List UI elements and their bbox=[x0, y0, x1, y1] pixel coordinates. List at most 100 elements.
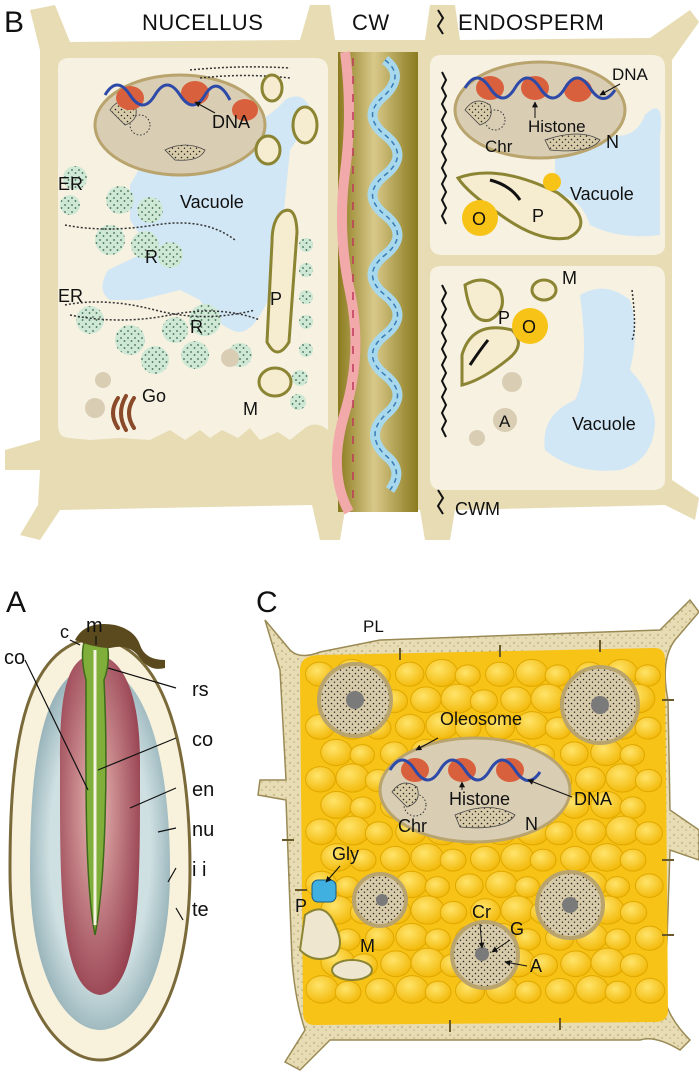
panel-b-title-nucellus: NUCELLUS bbox=[142, 10, 263, 35]
endosperm-bottom-vacuole-label: Vacuole bbox=[572, 414, 636, 434]
oleosome bbox=[410, 686, 442, 714]
oleosome bbox=[560, 950, 592, 978]
panel-b: DNA Vacuole ER R ER R P bbox=[4, 5, 699, 540]
oleosome bbox=[619, 953, 649, 978]
oleosome bbox=[410, 843, 444, 872]
panel-c-n-label: N bbox=[525, 814, 538, 834]
oleosome bbox=[320, 790, 354, 819]
panel-c-letter: C bbox=[256, 586, 278, 619]
panel-c-pl-label: PL bbox=[363, 617, 384, 636]
oleosome bbox=[485, 661, 515, 687]
panel-c-amyloplasts bbox=[317, 662, 640, 990]
endosperm-bottom-oleosome bbox=[512, 308, 548, 344]
oleosome bbox=[575, 975, 609, 1004]
panel-a-te-label: te bbox=[192, 899, 209, 921]
panel-c-plastid bbox=[298, 908, 341, 960]
panel-a-ii-label: i i bbox=[192, 859, 206, 881]
nucellus-granules bbox=[85, 349, 239, 418]
oleosome bbox=[425, 658, 459, 687]
endosperm-dna-label: DNA bbox=[612, 65, 649, 84]
oleosome bbox=[454, 873, 484, 899]
oleosome bbox=[530, 683, 566, 714]
panel-c-m-label: M bbox=[360, 936, 375, 956]
oleosome bbox=[365, 977, 396, 1004]
endosperm-bottom-vacuole bbox=[544, 288, 655, 471]
oleosome bbox=[470, 845, 501, 872]
oleosome bbox=[575, 766, 606, 793]
endosperm-n-label: N bbox=[606, 132, 619, 152]
oleosome bbox=[619, 900, 648, 925]
panel-c-dna-label: DNA bbox=[574, 789, 612, 809]
nucellus-mitochondria bbox=[254, 73, 319, 398]
panel-c-g-label: G bbox=[510, 919, 524, 939]
oleosome bbox=[545, 977, 576, 1004]
panel-c: C Histone bbox=[256, 586, 699, 1071]
oleosome bbox=[364, 821, 393, 846]
panel-a-m-label: m bbox=[86, 615, 103, 637]
oleosome bbox=[634, 873, 664, 899]
oleosome bbox=[305, 818, 337, 846]
oleosome bbox=[619, 744, 645, 766]
endosperm-top-o-label: O bbox=[472, 209, 486, 229]
endosperm-top-oleosome bbox=[462, 200, 498, 236]
endosperm-chr-label: Chr bbox=[485, 137, 513, 156]
endosperm-bottom-m-label: M bbox=[562, 268, 577, 288]
panel-b-title-endosperm: ENDOSPERM bbox=[458, 10, 604, 35]
oleosome bbox=[590, 947, 626, 978]
cwm-zigzags bbox=[436, 9, 448, 515]
panel-c-chr-label: Chr bbox=[398, 816, 427, 836]
panel-a-letter: A bbox=[6, 586, 26, 619]
oleosome bbox=[634, 664, 661, 687]
oleosome bbox=[349, 796, 376, 819]
oleosome bbox=[439, 848, 467, 872]
nucellus-mito-label: M bbox=[243, 399, 258, 419]
oleosome bbox=[560, 845, 591, 872]
nucellus-golgi bbox=[111, 394, 136, 432]
panel-c-nucleus bbox=[378, 736, 572, 844]
endosperm-bottom-plastid-1 bbox=[463, 278, 504, 323]
oleosome bbox=[439, 900, 468, 925]
panel-a-rs-label: rs bbox=[192, 679, 209, 701]
panel-a-co-right-label: co bbox=[192, 729, 213, 751]
oleosome bbox=[590, 843, 624, 872]
oleosome bbox=[635, 977, 666, 1004]
panel-a: A c m co rs co en nu i i te bbox=[4, 586, 214, 1062]
oleosome bbox=[334, 980, 362, 1004]
oleosome bbox=[634, 768, 663, 793]
panel-c-gly-body bbox=[311, 879, 337, 903]
endosperm-bottom-o-label: O bbox=[522, 317, 536, 337]
nucellus-golgi-label: Go bbox=[142, 386, 166, 406]
oleosome bbox=[544, 664, 571, 687]
oleosome bbox=[605, 815, 641, 846]
endosperm-histones bbox=[463, 76, 617, 152]
endosperm-bottom-a-label: A bbox=[499, 412, 511, 431]
oleosome bbox=[395, 661, 425, 687]
endosperm-bottom-mito bbox=[530, 278, 558, 302]
oleosome bbox=[605, 763, 640, 793]
oleosome bbox=[395, 922, 429, 951]
panel-a-nu-label: nu bbox=[192, 819, 214, 841]
oleosome bbox=[575, 818, 607, 846]
panel-c-p-label: P bbox=[295, 896, 307, 916]
oleosome bbox=[410, 895, 445, 925]
oleosome bbox=[529, 953, 559, 978]
oleosome bbox=[559, 741, 589, 767]
oleosome bbox=[514, 876, 540, 898]
nucellus-histones bbox=[103, 81, 258, 121]
endosperm-top-vacuole-label: Vacuole bbox=[570, 184, 634, 204]
oleosome bbox=[320, 738, 353, 767]
nucellus-vesicles bbox=[290, 238, 313, 410]
panel-c-histones bbox=[388, 758, 542, 829]
nucellus-r-label-2: R bbox=[190, 317, 203, 337]
oleosome bbox=[500, 843, 534, 872]
endosperm-top-plastid-label: P bbox=[532, 206, 544, 226]
cw-pink-band bbox=[331, 51, 361, 515]
panel-a-c-label: c bbox=[60, 622, 69, 642]
panel-b-letter: B bbox=[4, 6, 24, 39]
oleosome bbox=[515, 658, 549, 687]
nucellus-er-ribosomes bbox=[60, 166, 252, 374]
panel-c-a-label: A bbox=[530, 956, 542, 976]
oleosome bbox=[424, 980, 452, 1004]
oleosome bbox=[305, 766, 336, 793]
